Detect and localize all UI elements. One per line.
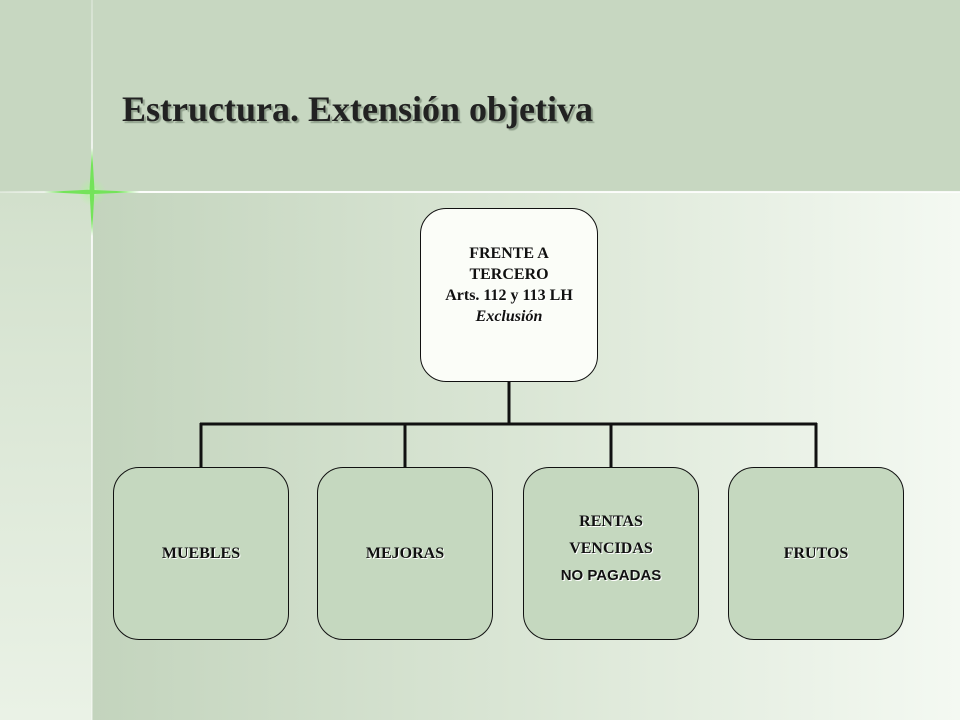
root-node-frente-a-tercero: FRENTE A TERCERO Arts. 112 y 113 LH Excl… (420, 208, 598, 382)
child-label-rentas-line-1: RENTAS (579, 513, 643, 530)
child-label-muebles: MUEBLES (161, 544, 241, 562)
root-line-2: TERCERO (469, 266, 549, 283)
slide-title: Estructura. Extensión objetiva (122, 89, 593, 129)
root-line-4: Exclusión (475, 308, 543, 325)
horizontal-accent-line (0, 191, 960, 193)
vertical-accent-line (91, 0, 93, 720)
left-margin-panel (0, 192, 92, 720)
sparkle-star-icon (44, 148, 140, 236)
child-node-muebles: MUEBLES (113, 467, 289, 640)
child-node-mejoras: MEJORAS (317, 467, 493, 640)
child-label-mejoras: MEJORAS (365, 544, 445, 562)
child-label-rentas-line-2: VENCIDAS (569, 540, 653, 557)
child-label-frutos: FRUTOS (783, 544, 849, 562)
child-node-frutos: FRUTOS (728, 467, 904, 640)
root-line-3: Arts. 112 y 113 LH (445, 287, 573, 304)
child-label-rentas-line-3: NO PAGADAS (560, 567, 662, 584)
child-node-rentas-vencidas: RENTAS VENCIDAS NO PAGADAS (523, 467, 699, 640)
root-line-1: FRENTE A (469, 245, 549, 262)
